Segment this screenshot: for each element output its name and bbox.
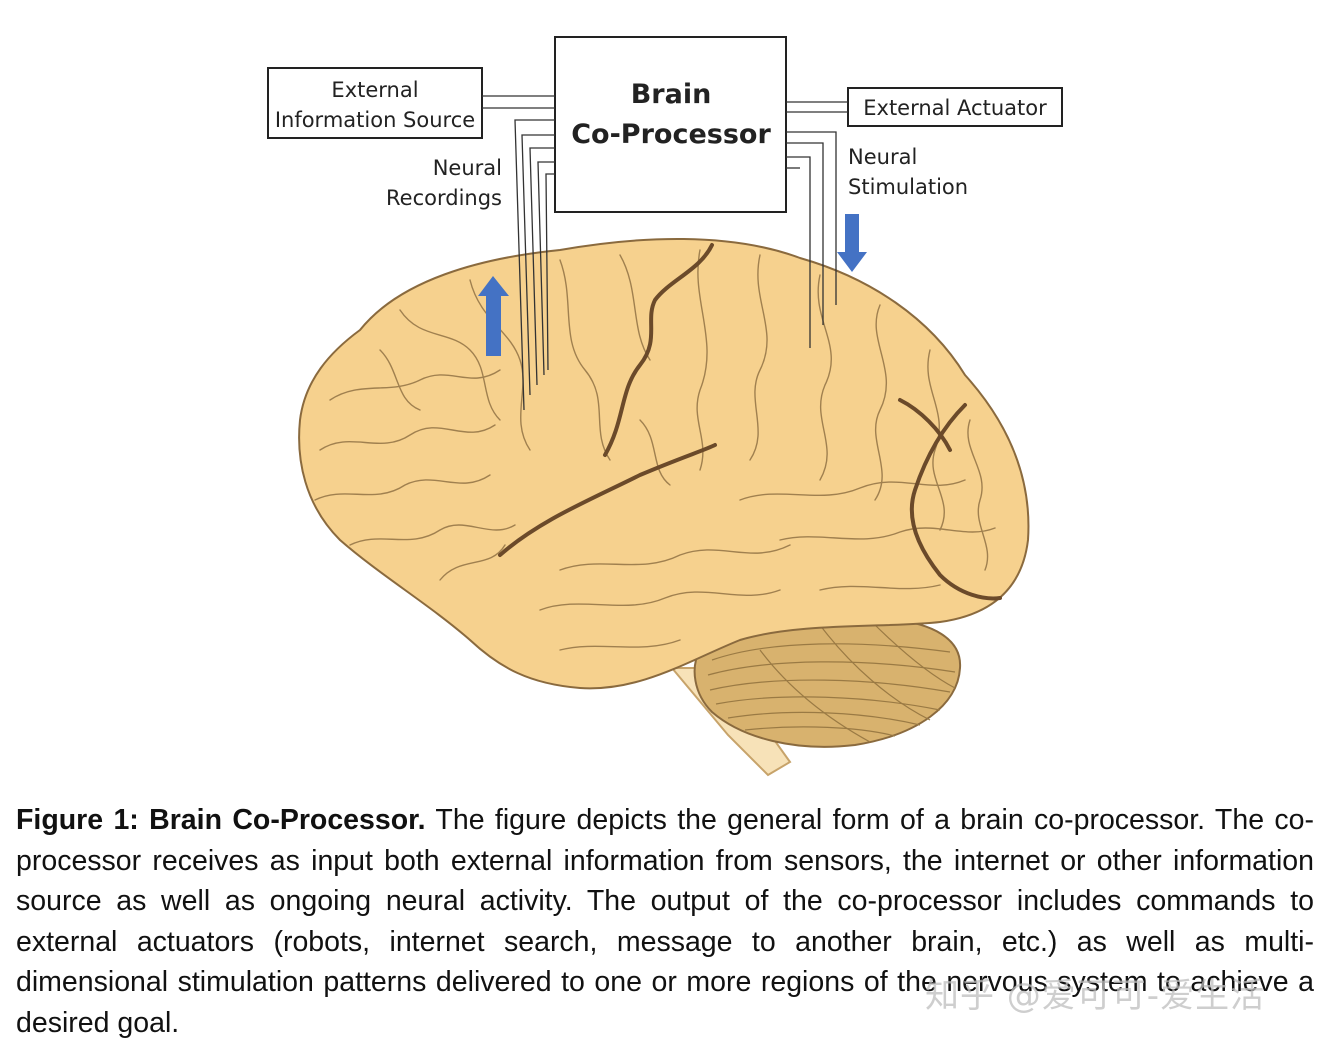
diagram: Brain Co-Processor External Information … [267,36,1063,777]
external-source-line2: Information Source [275,108,475,132]
recording-wires [514,119,555,411]
watermark: 知乎 @爱可可-爱生活 [925,976,1266,1016]
cerebrum [298,238,1030,690]
neural-stimulation-line1: Neural [848,145,917,169]
source-wires [482,95,555,109]
neural-recordings-line2: Recordings [386,186,502,210]
arrow-up-icon [478,276,509,356]
actuator-wires [786,101,848,113]
caption-body: The figure depicts the general form of a… [16,804,1314,1039]
cerebellum [693,613,962,748]
diagram-canvas: Brain Co-Processor External Information … [267,36,1063,777]
arrow-down-icon [837,214,867,272]
external-source-box: External Information Source [267,67,483,139]
coprocessor-title-line1: Brain [631,79,712,110]
external-actuator-box: External Actuator [847,87,1063,127]
caption-title: Figure 1: Brain Co-Processor. [16,804,426,836]
coprocessor-box: Brain Co-Processor [554,36,787,213]
external-source-line1: External [331,78,418,102]
figure-caption: Figure 1: Brain Co-Processor. The figure… [16,800,1314,1043]
neural-stimulation-line2: Stimulation [848,175,968,199]
neural-recordings-line1: Neural [433,156,502,180]
external-actuator-label: External Actuator [863,96,1047,120]
stimulation-wires [786,131,837,348]
coprocessor-title-line2: Co-Processor [571,119,771,150]
